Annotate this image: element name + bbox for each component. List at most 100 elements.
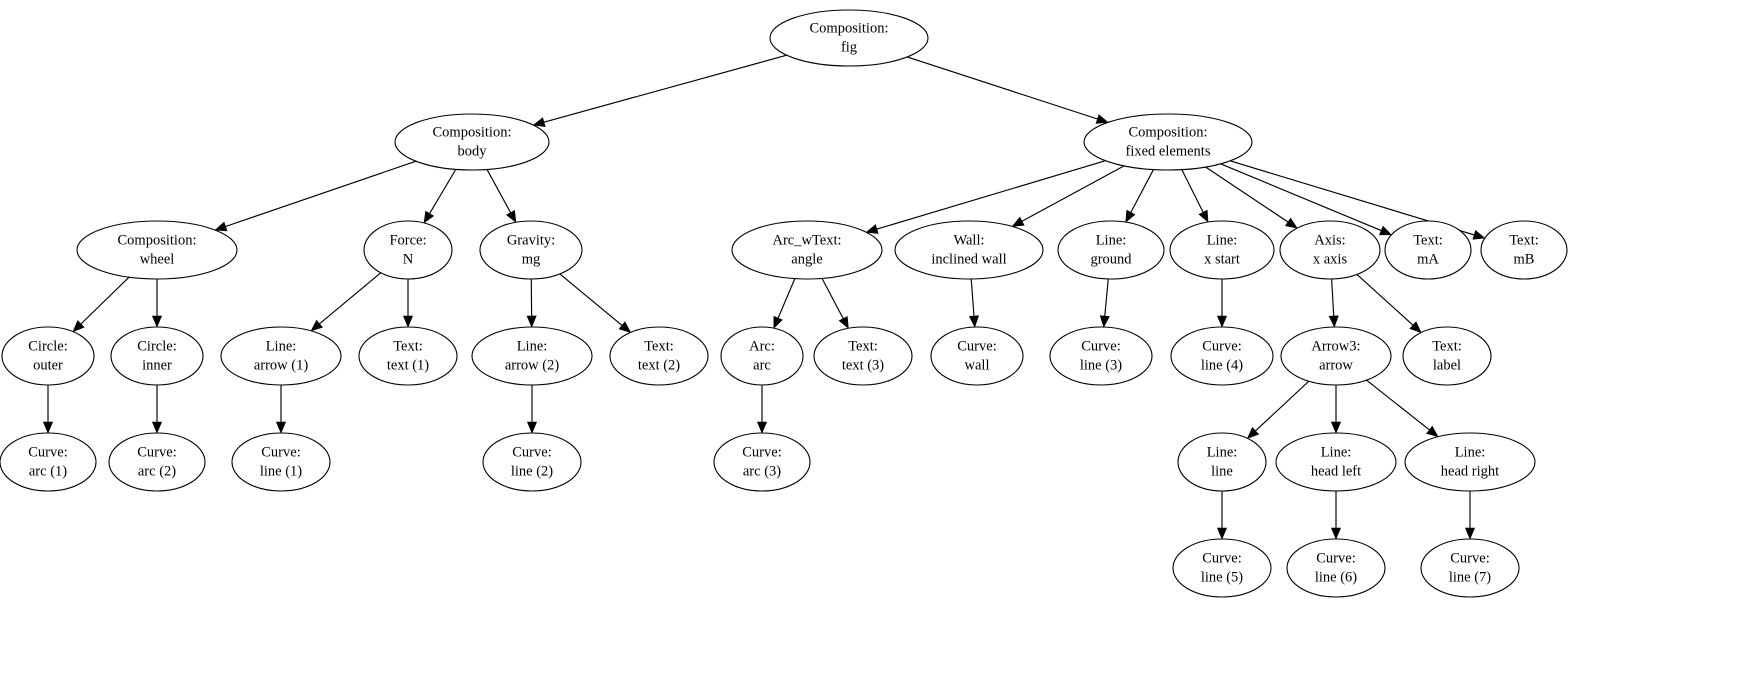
node-label-line1-forceN: Force: (389, 232, 426, 248)
node-label-line1-linexstart: Line: (1207, 232, 1238, 248)
node-shape-curveline6 (1286, 538, 1386, 598)
edge-fixed-to-wall (1021, 165, 1125, 222)
node-curveline4[interactable]: Curve:line (4) (1170, 326, 1274, 386)
node-label-line1-curveline5: Curve: (1202, 550, 1241, 566)
node-label-line2-curvewall: wall (965, 357, 990, 373)
node-label-line2-gravitymg: mg (522, 251, 541, 267)
node-label-line1-lineheadright: Line: (1455, 444, 1486, 460)
node-label-line2-arrow3: arrow (1319, 357, 1353, 373)
node-fixed[interactable]: Composition:fixed elements (1083, 113, 1253, 171)
node-label-line2-curveline3: line (3) (1080, 357, 1122, 373)
node-linearrow2[interactable]: Line:arrow (2) (471, 326, 593, 386)
node-curveline5[interactable]: Curve:line (5) (1172, 538, 1272, 598)
node-label-line1-curvewall: Curve: (957, 338, 996, 354)
node-shape-axis (1279, 220, 1381, 280)
node-label-line1-texttext3: Text: (848, 338, 878, 354)
node-textlabel[interactable]: Text:label (1402, 326, 1492, 386)
node-label-line2-lineheadleft: head left (1311, 463, 1361, 479)
node-label-line1-curveline1: Curve: (261, 444, 300, 460)
node-label-line1-wall: Wall: (953, 232, 984, 248)
node-shape-linexstart (1169, 220, 1275, 280)
node-lineheadright[interactable]: Line:head right (1404, 432, 1536, 492)
edge-arrow3-to-lineline (1255, 380, 1310, 432)
node-fig[interactable]: Composition:fig (769, 9, 929, 67)
arrowhead-icon (838, 315, 849, 330)
node-curvearc2[interactable]: Curve:arc (2) (108, 432, 206, 492)
node-lineground[interactable]: Line:ground (1057, 220, 1165, 280)
node-label-line2-curvearc3: arc (3) (743, 463, 781, 479)
node-circleinner[interactable]: Circle:inner (110, 326, 204, 386)
node-textmB[interactable]: Text:mB (1480, 220, 1568, 280)
arrowhead-icon (1125, 209, 1136, 223)
node-label-line1-circleouter: Circle: (28, 338, 67, 354)
arrowhead-icon (1328, 315, 1339, 328)
node-linexstart[interactable]: Line:x start (1169, 220, 1275, 280)
node-shape-linearrow2 (471, 326, 593, 386)
node-arcarc[interactable]: Arc:arc (720, 326, 804, 386)
node-label-line2-fig: fig (841, 39, 857, 55)
node-textmA[interactable]: Text:mA (1384, 220, 1472, 280)
node-label-line1-texttext2: Text: (644, 338, 674, 354)
arrowhead-icon (1216, 315, 1228, 328)
node-lineline[interactable]: Line:line (1177, 432, 1267, 492)
node-wheel[interactable]: Composition:wheel (76, 220, 238, 280)
node-wall[interactable]: Wall:inclined wall (894, 220, 1044, 280)
node-label-line2-textmA: mA (1417, 251, 1439, 267)
arrowhead-icon (423, 210, 435, 224)
node-shape-fixed (1083, 113, 1253, 171)
node-linearrow1[interactable]: Line:arrow (1) (220, 326, 342, 386)
node-label-line1-arrow3: Arrow3: (1311, 338, 1360, 354)
node-arrow3[interactable]: Arrow3: arrow (1280, 326, 1392, 386)
node-label-line2-texttext1: text (1) (387, 357, 429, 373)
node-curvewall[interactable]: Curve: wall (930, 326, 1024, 386)
node-label-line2-linearrow1: arrow (1) (254, 357, 309, 373)
arrowhead-icon (1099, 315, 1110, 328)
node-shape-curveline7 (1420, 538, 1520, 598)
node-label-line1-body: Composition: (433, 124, 512, 140)
node-curveline6[interactable]: Curve:line (6) (1286, 538, 1386, 598)
node-curvearc1[interactable]: Curve:arc (1) (0, 432, 97, 492)
node-curveline7[interactable]: Curve:line (7) (1420, 538, 1520, 598)
arrowhead-icon (275, 421, 287, 434)
arrowhead-icon (1284, 217, 1298, 229)
arrowhead-icon (506, 209, 517, 223)
node-shape-textlabel (1402, 326, 1492, 386)
node-circleouter[interactable]: Circle:outer (1, 326, 95, 386)
node-body[interactable]: Composition: body (394, 113, 550, 171)
node-curveline1[interactable]: Curve:line (1) (231, 432, 331, 492)
arrowhead-icon (1198, 209, 1209, 223)
node-label-line2-body: body (458, 143, 488, 159)
arrowhead-icon (756, 421, 768, 434)
node-arcwtext[interactable]: Arc_wText:angle (731, 220, 883, 280)
node-curvearc3[interactable]: Curve:arc (3) (713, 432, 811, 492)
node-texttext2[interactable]: Text:text (2) (609, 326, 709, 386)
arrowhead-icon (968, 315, 979, 328)
node-curveline2[interactable]: Curve:line (2) (482, 432, 582, 492)
node-shape-body (394, 113, 550, 171)
edge-wheel-to-circleouter (80, 276, 130, 325)
node-curveline3[interactable]: Curve:line (3) (1049, 326, 1153, 386)
node-texttext3[interactable]: Text:text (3) (813, 326, 913, 386)
arrowhead-icon (1330, 527, 1342, 540)
node-texttext1[interactable]: Text:text (1) (358, 326, 458, 386)
node-lineheadleft[interactable]: Line:head left (1275, 432, 1397, 492)
node-axis[interactable]: Axis:x axis (1279, 220, 1381, 280)
edge-arcwtext-to-arcarc (777, 278, 796, 319)
node-shape-curveline1 (231, 432, 331, 492)
node-label-line2-fixed: fixed elements (1126, 143, 1211, 159)
node-forceN[interactable]: Force:N (363, 220, 453, 280)
edge-fixed-to-lineground (1130, 169, 1154, 213)
node-gravitymg[interactable]: Gravity:mg (479, 220, 583, 280)
edge-fixed-to-arcwtext (876, 160, 1106, 230)
arrowhead-icon (1330, 421, 1342, 434)
node-label-line2-axis: x axis (1313, 251, 1348, 267)
node-shape-curvearc3 (713, 432, 811, 492)
arrowhead-icon (1011, 216, 1025, 227)
node-label-line2-linearrow2: arrow (2) (505, 357, 560, 373)
node-label-line1-wheel: Composition: (118, 232, 197, 248)
node-label-line1-textlabel: Text: (1432, 338, 1462, 354)
node-label-line2-lineground: ground (1090, 251, 1132, 267)
arrowhead-icon (72, 320, 85, 333)
edge-arcwtext-to-texttext3 (821, 278, 844, 319)
